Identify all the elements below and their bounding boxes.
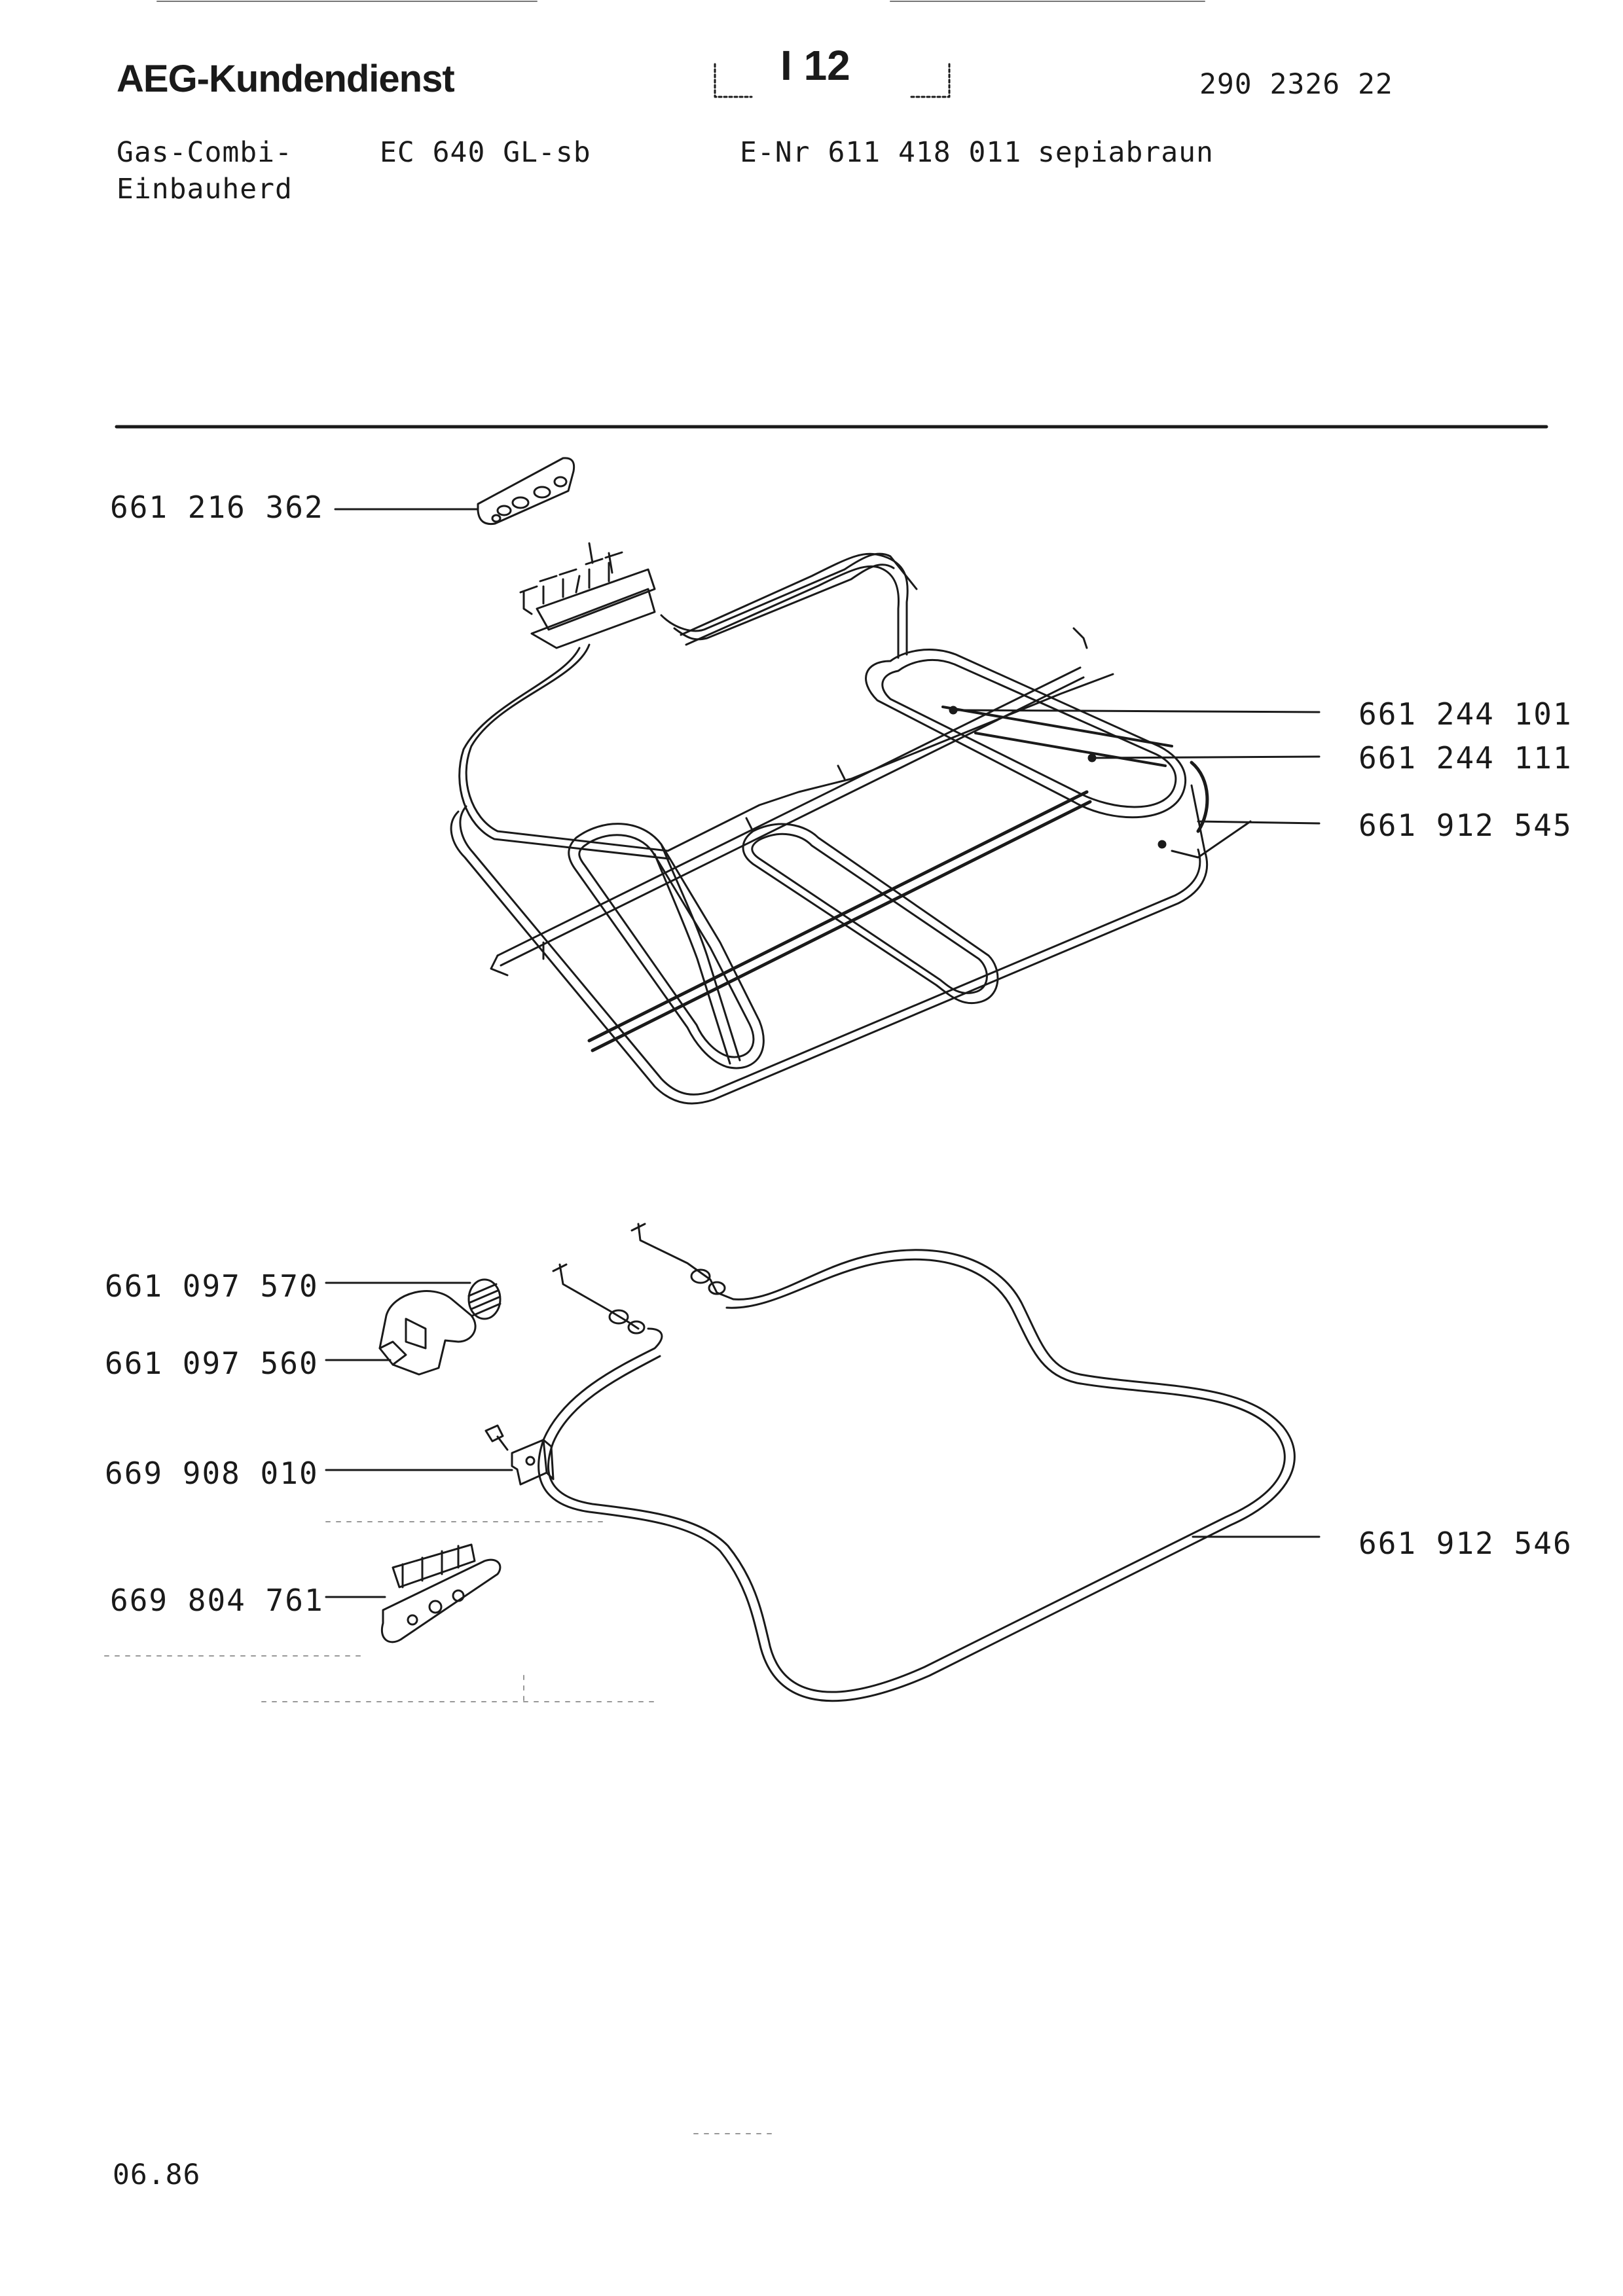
part-label-661244111: 661 244 111 [1359,740,1573,776]
product-enr: E-Nr 611 418 011 [740,136,1022,169]
part-label-669804761: 669 804 761 [110,1583,324,1618]
product-type-line2: Einbauherd [117,173,293,206]
part-label-661216362: 661 216 362 [110,490,324,525]
page-code-bracket-right [910,63,951,98]
product-color: sepiabraun [1038,136,1214,169]
clamp-part [378,1290,477,1376]
scan-artifacts [104,1521,773,2134]
bottom-heating-element [378,1223,1296,1702]
connector-block [530,588,656,649]
spring-part [467,1283,501,1317]
product-model: EC 640 GL-sb [380,136,591,169]
part-label-661097570: 661 097 570 [105,1268,319,1304]
part-label-661244101: 661 244 101 [1359,696,1573,732]
document-number: 290 2326 22 [1199,68,1393,101]
part-label-661097560: 661 097 560 [105,1346,319,1381]
lower-leader-lines [325,1282,1321,1598]
part-label-661912545: 661 912 545 [1359,808,1573,843]
screw-part [484,1424,509,1451]
page-code-bracket-left [714,63,753,98]
print-date: 06.86 [113,2159,201,2191]
product-type-line1: Gas-Combi- [117,136,293,169]
upper-leader-lines [334,508,1321,825]
part-label-669908010: 669 908 010 [105,1456,319,1491]
brand-title: AEG-Kundendienst [117,58,455,100]
terminal-plate [477,457,575,526]
terminal-block [381,1558,501,1643]
grill-heating-element [450,457,1252,1105]
page-code: I 12 [780,42,850,89]
part-label-661912546: 661 912 546 [1359,1526,1573,1561]
